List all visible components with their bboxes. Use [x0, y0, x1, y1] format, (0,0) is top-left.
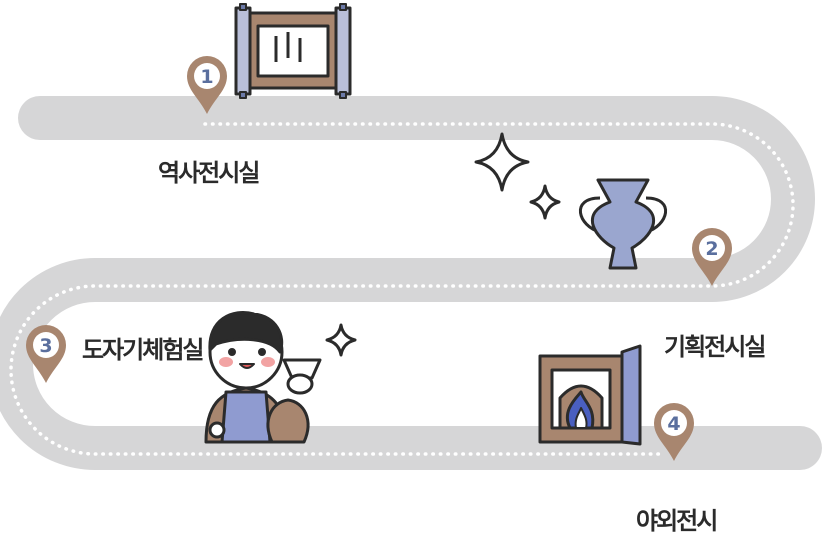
- pin-number-1: 1: [200, 66, 213, 88]
- station-label-outdoor-exhibition: 야외전시: [636, 507, 718, 535]
- kiln-icon: [538, 344, 642, 446]
- route-dotted-line: [9, 122, 795, 456]
- sparkle-icon: [529, 184, 561, 220]
- station-label-history-hall: 역사전시실: [158, 159, 260, 187]
- map-pin-icon: [187, 56, 227, 114]
- potter-icon: [204, 311, 322, 444]
- pin-number-2: 2: [705, 238, 718, 260]
- map-pin-icon: [692, 228, 732, 286]
- vase-icon: [579, 178, 667, 270]
- pin-number-4: 4: [667, 413, 680, 435]
- station-label-special-exhibition: 기획전시실: [664, 333, 766, 361]
- scroll-icon: [234, 3, 352, 99]
- map-pin-icon: [654, 403, 694, 461]
- route-road: [0, 96, 822, 470]
- pin-number-3: 3: [39, 335, 52, 357]
- sparkle-icon: [325, 323, 357, 357]
- map-pin-icon: [26, 325, 66, 383]
- station-label-pottery-experience: 도자기체험실: [82, 336, 204, 364]
- sparkle-icon: [474, 132, 530, 192]
